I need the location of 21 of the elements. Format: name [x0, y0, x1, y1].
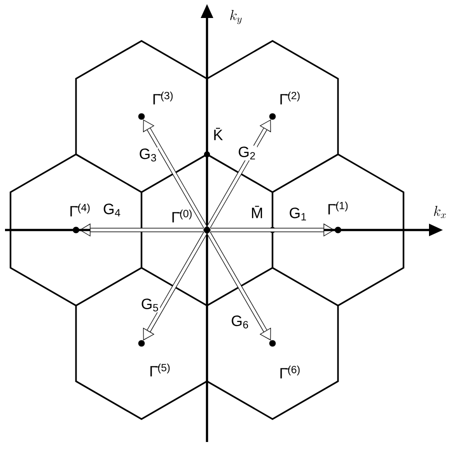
axis-label: $k_x$	[434, 206, 446, 218]
vector-arrow	[143, 232, 208, 340]
point-label: Γ̄$^{(6)}$	[280, 366, 300, 378]
point-label: Γ̄$^{(1)}$	[328, 202, 348, 214]
point-label: Γ̄$^{(5)}$	[150, 364, 170, 376]
point-label: M̄	[252, 206, 262, 218]
point-label: K̄	[214, 128, 223, 140]
point-label: Γ̄$^{(0)}$	[172, 210, 192, 222]
edge-label: G$_{6}$	[230, 314, 250, 330]
edge-label: G$_{1}$	[288, 206, 308, 222]
axis-label: $k_y$	[230, 10, 242, 24]
edge-label: G$_{4}$	[102, 202, 122, 218]
point-label: Γ̄$^{(2)}$	[280, 92, 300, 104]
vector-arrow	[143, 120, 208, 228]
point-label: Γ̄$^{(4)}$	[70, 204, 90, 216]
edge-label: G$_{3}$	[138, 148, 158, 162]
vector-arrow	[206, 232, 271, 340]
edge-label: G$_{2}$	[237, 146, 257, 160]
vector-arrow	[206, 120, 271, 228]
edge-label: G$_{5}$	[140, 298, 160, 312]
point-label: Γ̄$^{(3)}$	[153, 92, 173, 104]
